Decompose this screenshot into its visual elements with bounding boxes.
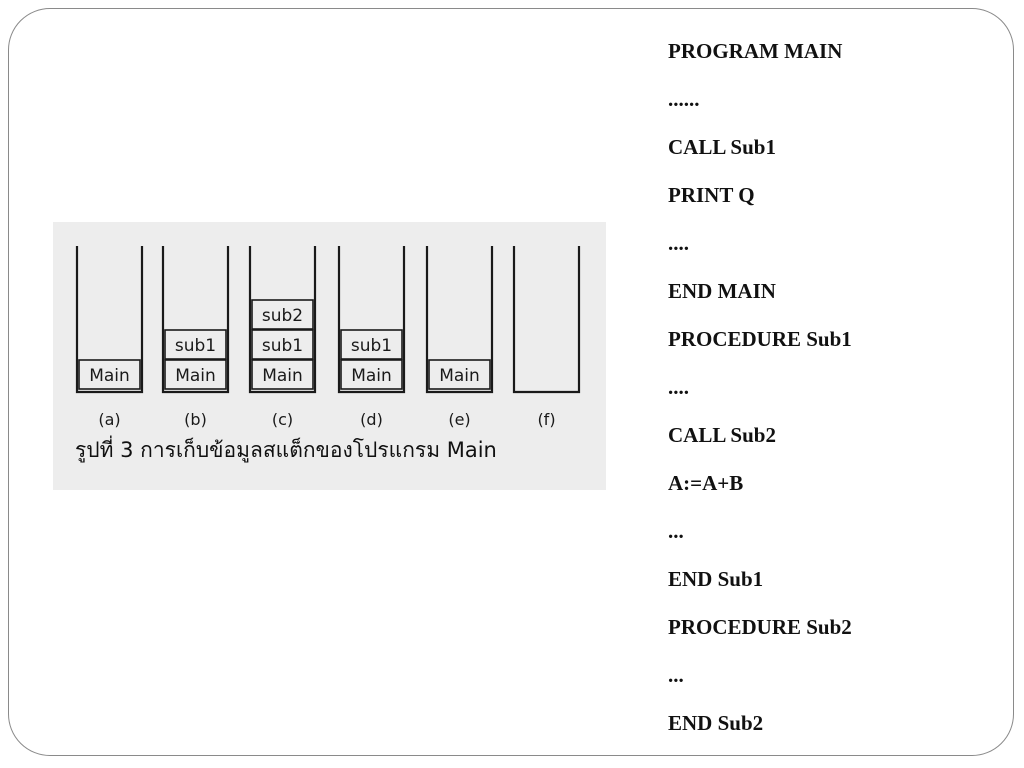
stack-container [337,246,406,394]
stack-container [75,246,144,394]
stack-a: Main (a) [75,246,144,429]
code-line: CALL Sub2 [668,423,776,447]
figure-caption: รูปที่ 3 การเก็บข้อมูลสแต็กของโปรแกรม Ma… [75,438,497,462]
stack-frame-label: sub1 [351,336,392,356]
stack-frame-label: Main [175,366,216,386]
stack-label: (c) [272,410,293,429]
stack-frame-label: sub2 [262,306,303,326]
code-line: ... [668,519,684,543]
stack-frame-box [340,359,403,390]
stack-frame-box [428,359,491,390]
code-line: END Sub2 [668,711,764,735]
code-line: PROCEDURE Sub1 [668,327,852,351]
stack-f: (f) [512,246,581,429]
code-line: PRINT Q [668,183,755,207]
stack-label: (e) [448,410,470,429]
code-line: ... [668,663,684,687]
stack-diagram: Main (a) Main sub1 (b) Main sub1 sub2 (c) Main sub… [75,246,581,429]
stack-frame-label: Main [351,366,392,386]
stack-frame-box [251,359,314,390]
code-line: PROCEDURE Sub2 [668,615,852,639]
code-line: CALL Sub1 [668,135,776,159]
stack-frame-box [251,329,314,360]
stack-figure: Main (a) Main sub1 (b) Main sub1 sub2 (c) Main sub… [53,222,606,490]
code-line: .... [668,231,689,255]
stack-d: Main sub1 (d) [337,246,406,429]
stack-frame-box [340,329,403,360]
code-line: ...... [668,87,700,111]
stack-container [161,246,230,394]
code-line: PROGRAM MAIN [668,39,843,63]
stack-c: Main sub1 sub2 (c) [248,246,317,429]
stack-label: (d) [360,410,383,429]
stack-label: (b) [184,410,207,429]
stack-frame-box [251,299,314,330]
stack-frame-box [164,329,227,360]
stack-container [248,246,317,394]
stack-frame-box [164,359,227,390]
stack-label: (f) [537,410,555,429]
code-line: END MAIN [668,279,776,303]
stack-container [425,246,494,394]
stack-frame-label: Main [89,366,130,386]
stack-frame-label: sub1 [262,336,303,356]
code-line: A:=A+B [668,471,744,495]
stack-container [512,246,581,394]
stack-label: (a) [98,410,120,429]
code-line: END Sub1 [668,567,764,591]
stack-frame-label: sub1 [175,336,216,356]
stack-frame-box [78,359,141,390]
stack-frame-label: Main [262,366,303,386]
code-line: .... [668,375,689,399]
stack-b: Main sub1 (b) [161,246,230,429]
stack-e: Main (e) [425,246,494,429]
stack-frame-label: Main [439,366,480,386]
